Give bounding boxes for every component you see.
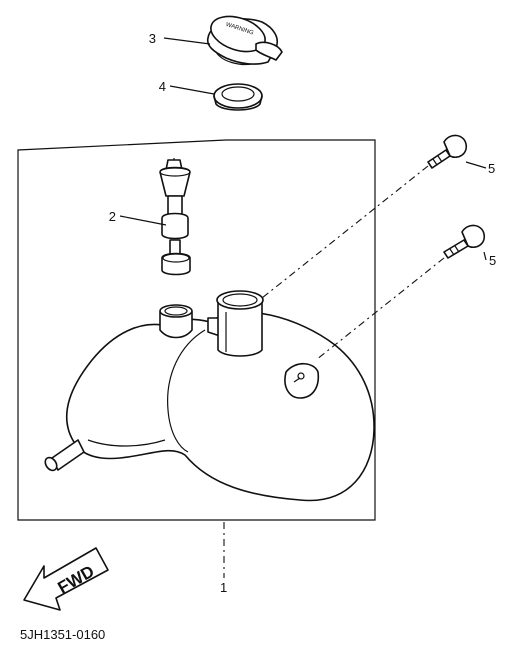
- assembly-frame: [17, 139, 376, 578]
- callout-4: 4: [159, 79, 166, 94]
- drawing-code: 5JH1351-0160: [20, 627, 105, 642]
- fwd-arrow: FWD: [23, 547, 109, 611]
- bolt-lower: [443, 224, 486, 259]
- callout-2: 2: [109, 209, 116, 224]
- callout-1: 1: [220, 580, 227, 595]
- callout-5-lower: 5: [489, 253, 496, 268]
- callout-3: 3: [149, 31, 156, 46]
- bolt-upper: [427, 134, 468, 169]
- callout-5-upper: 5: [488, 161, 495, 176]
- breather-assembly: [159, 158, 191, 276]
- leader-lines: [119, 37, 487, 261]
- filler-cap: WARNING: [206, 15, 283, 66]
- alignment-line-lower: [315, 257, 445, 361]
- alignment-line-upper: [261, 165, 429, 299]
- reservoir-tank: [44, 290, 375, 502]
- seal-ring: [213, 83, 263, 111]
